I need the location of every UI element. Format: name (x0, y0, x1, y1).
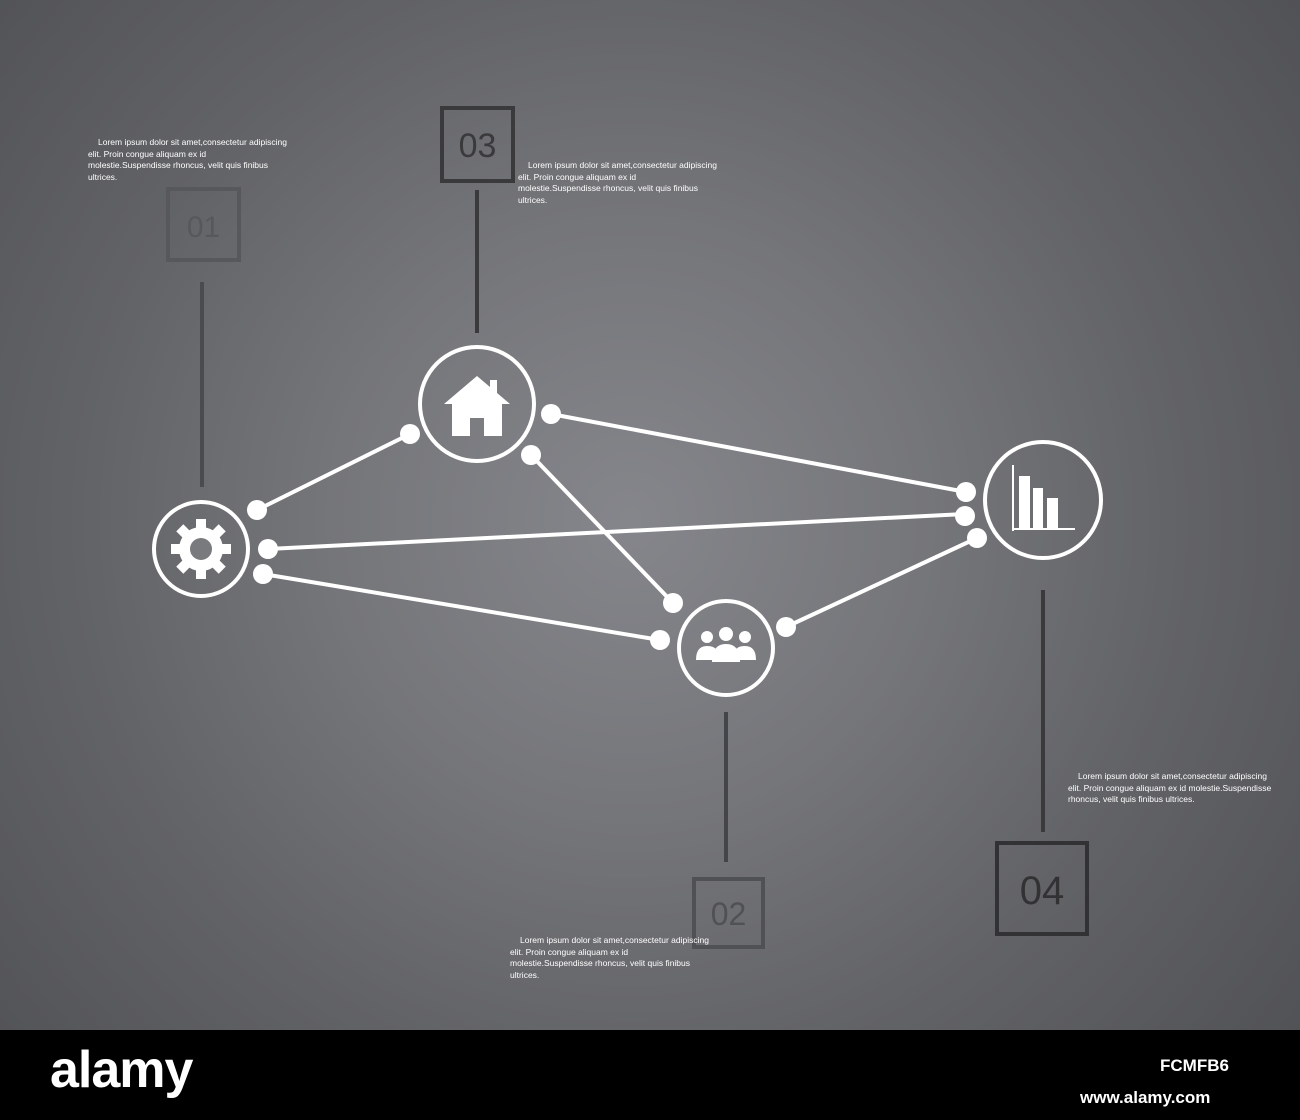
dot (663, 593, 683, 613)
footer-bar: alamy FCMFB6 www.alamy.com (0, 1030, 1300, 1120)
footer-image-id: FCMFB6 (1160, 1056, 1229, 1075)
connector-gear-chart (267, 512, 966, 551)
dot (955, 506, 975, 526)
footer-url: www.alamy.com (1080, 1088, 1211, 1107)
dot (247, 500, 267, 520)
box-frame (692, 877, 765, 949)
dot (541, 404, 561, 424)
stems (200, 190, 1045, 862)
dot (650, 630, 670, 650)
box-frame (995, 841, 1089, 936)
infographic-canvas: 01 03 02 04 (0, 0, 1300, 1030)
step-number-02: 02 (711, 896, 747, 932)
step-description-02: Lorem ipsum dolor sit amet,consectetur a… (510, 935, 709, 980)
node-chart (983, 440, 1103, 560)
connector-dots (247, 404, 987, 650)
step-description-03: Lorem ipsum dolor sit amet,consectetur a… (518, 160, 717, 205)
gear-icon (171, 519, 231, 579)
node-ring (983, 440, 1103, 560)
node-people (677, 599, 775, 697)
node-ring (418, 345, 536, 463)
node-ring (677, 599, 775, 697)
dot (400, 424, 420, 444)
dot (956, 482, 976, 502)
box-frame (166, 187, 241, 262)
connector-people-chart (785, 536, 978, 629)
step-number-01: 01 (187, 211, 220, 244)
step-description-04: Lorem ipsum dolor sit amet,consectetur a… (1068, 771, 1272, 804)
dot (521, 445, 541, 465)
network-diagram: 01 03 02 04 (152, 106, 1103, 949)
connector-gear-house (256, 432, 411, 512)
step-description-01: Lorem ipsum dolor sit amet,consectetur a… (88, 137, 287, 182)
number-box-04: 04 (995, 841, 1089, 936)
dot (258, 539, 278, 559)
step-number-03: 03 (459, 127, 497, 165)
people-icon (696, 627, 756, 662)
step-number-04: 04 (1020, 869, 1065, 913)
connector-house-people (529, 453, 675, 605)
box-frame (440, 106, 515, 183)
bar-chart-icon (1012, 465, 1075, 531)
dot (967, 528, 987, 548)
connector-gear-people (262, 572, 661, 642)
node-gear (152, 500, 250, 598)
house-icon (444, 376, 510, 436)
number-box-03: 03 (440, 106, 515, 183)
number-box-01: 01 (166, 187, 241, 262)
dot (776, 617, 796, 637)
connector-lines (256, 412, 978, 642)
connector-house-chart (550, 412, 967, 494)
node-ring (152, 500, 250, 598)
number-box-02: 02 (692, 877, 765, 949)
node-house (418, 345, 536, 463)
dot (253, 564, 273, 584)
footer-brand-logo: alamy (50, 1041, 193, 1099)
